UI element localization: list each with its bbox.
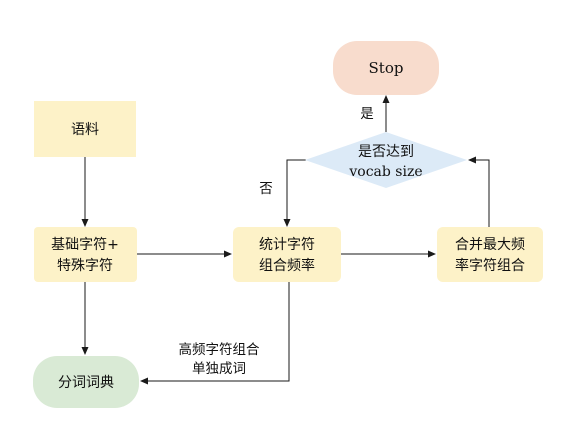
node-count-pairs-line1: 统计字符: [259, 237, 315, 253]
node-stop-label: Stop: [369, 59, 404, 77]
node-corpus-label: 语料: [71, 122, 99, 138]
edges: [81, 95, 490, 385]
node-merge-top-line2: 率字符组合: [455, 257, 525, 274]
node-check-vocab-line2: vocab size: [348, 164, 422, 180]
node-corpus: 语料: [34, 101, 136, 157]
node-corpus-box: [34, 101, 136, 157]
label-frequent-line1: 高频字符组合: [179, 341, 260, 358]
node-check-vocab: 是否达到 vocab size: [305, 132, 467, 188]
edge-labels: 是 否 高频字符组合 单独成词: [179, 106, 374, 377]
node-base-chars: 基础字符+ 特殊字符: [34, 227, 137, 282]
edge-count-to-dict: [140, 282, 290, 385]
node-count-pairs: 统计字符 组合频率: [233, 227, 341, 282]
edge-check-to-count-no: [283, 159, 306, 227]
node-merge-top-line1: 合并最大频: [455, 237, 525, 253]
node-vocab-dict: 分词词典: [33, 356, 139, 408]
node-merge-top: 合并最大频 率字符组合: [437, 227, 543, 282]
node-base-chars-box: [34, 227, 137, 282]
node-check-vocab-diamond: [305, 132, 467, 188]
node-vocab-dict-label: 分词词典: [58, 375, 114, 391]
edge-merge-to-check: [468, 156, 490, 227]
label-no: 否: [259, 181, 273, 197]
node-stop: Stop: [333, 41, 439, 95]
node-count-pairs-box: [233, 227, 341, 282]
label-yes: 是: [360, 106, 374, 122]
node-check-vocab-line1: 是否达到: [358, 144, 414, 160]
node-base-chars-line1: 基础字符+: [51, 236, 119, 253]
node-vocab-dict-box: [33, 356, 139, 408]
node-stop-box: [333, 41, 439, 95]
node-count-pairs-line2: 组合频率: [259, 257, 315, 274]
node-base-chars-line2: 特殊字符: [57, 258, 113, 274]
label-frequent-line2: 单独成词: [192, 361, 246, 377]
node-merge-top-box: [437, 227, 543, 282]
